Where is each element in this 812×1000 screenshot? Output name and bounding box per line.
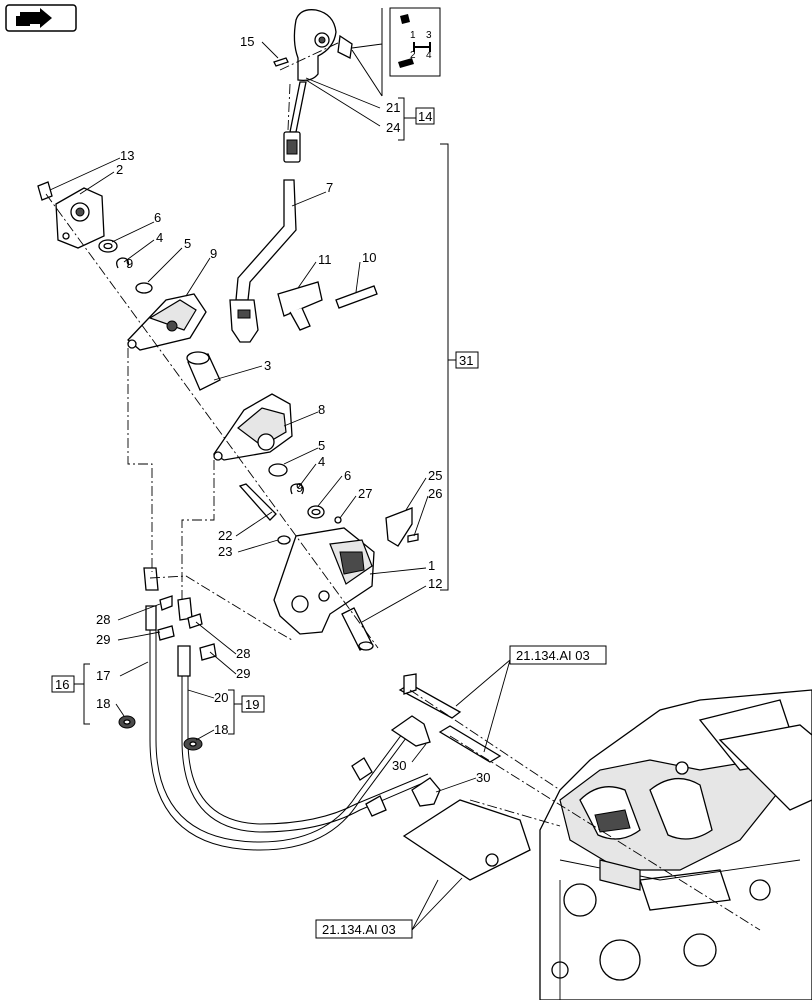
ref-box-top[interactable]: 21.134.AI 03 <box>509 645 607 665</box>
gate-plate-lower <box>213 393 293 461</box>
transmission-housing <box>539 689 812 1000</box>
svg-text:21.134.AI 03: 21.134.AI 03 <box>322 922 396 937</box>
label-27: 27 <box>358 486 372 501</box>
label-21: 21 <box>386 100 400 115</box>
bolt-22 <box>238 483 277 521</box>
ref-box-bottom[interactable]: 21.134.AI 03 <box>315 919 413 939</box>
svg-text:19: 19 <box>245 697 259 712</box>
label-20: 20 <box>214 690 228 705</box>
cable-end-30b <box>365 777 441 817</box>
grommet-18b <box>183 737 203 751</box>
box-31[interactable]: 31 <box>455 351 479 369</box>
label-5b: 5 <box>318 438 325 453</box>
bracket-25 <box>385 507 413 547</box>
gear-4-label: 4 <box>426 50 432 61</box>
svg-text:31: 31 <box>459 353 473 368</box>
grommet-18a <box>118 715 136 729</box>
knob-decal <box>337 34 353 59</box>
label-6a: 6 <box>154 210 161 225</box>
selector-shafts <box>398 673 531 881</box>
label-8: 8 <box>318 402 325 417</box>
gear-1-label: 1 <box>410 30 416 41</box>
clip-29a <box>157 625 175 641</box>
gate-plate-upper <box>127 293 207 351</box>
gear-3-label: 3 <box>426 30 432 41</box>
ring-5a <box>135 282 153 294</box>
clip-28a <box>159 595 173 611</box>
label-9: 9 <box>210 246 217 261</box>
clip-29b <box>199 643 217 661</box>
label-18a: 18 <box>96 696 110 711</box>
shift-housing <box>273 527 375 635</box>
shift-icon <box>398 14 414 68</box>
label-30b: 30 <box>476 770 490 785</box>
label-1: 1 <box>428 558 435 573</box>
label-13: 13 <box>120 148 134 163</box>
gear-2-label: 2 <box>410 50 416 61</box>
label-7: 7 <box>326 180 333 195</box>
shift-cable-left <box>143 567 413 851</box>
shift-cable-right <box>177 597 431 833</box>
label-17: 17 <box>96 668 110 683</box>
label-29b: 29 <box>236 666 250 681</box>
sleeve-pin <box>341 607 374 651</box>
label-26: 26 <box>428 486 442 501</box>
upper-bracket <box>55 187 105 249</box>
label-5a: 5 <box>184 236 191 251</box>
label-4a: 4 <box>156 230 163 245</box>
svg-text:16: 16 <box>55 677 69 692</box>
label-30a: 30 <box>392 758 406 773</box>
cable-end-30a <box>351 715 431 781</box>
label-22: 22 <box>218 528 232 543</box>
label-3: 3 <box>264 358 271 373</box>
leader-lines <box>49 41 511 931</box>
pin <box>335 285 378 309</box>
label-4b: 4 <box>318 454 325 469</box>
gear-lever <box>229 179 297 343</box>
label-25: 25 <box>428 468 442 483</box>
label-23: 23 <box>218 544 232 559</box>
group-brackets <box>74 97 456 735</box>
label-28b: 28 <box>236 646 250 661</box>
label-15: 15 <box>240 34 254 49</box>
screw-15 <box>273 57 289 67</box>
label-2: 2 <box>116 162 123 177</box>
assembly-lines <box>45 41 761 931</box>
svg-text:14: 14 <box>418 109 432 124</box>
washer-6b <box>307 505 325 519</box>
pin-27 <box>334 516 342 524</box>
gear-pattern-callout: 1 3 2 4 <box>351 7 441 97</box>
label-29a: 29 <box>96 632 110 647</box>
box-16[interactable]: 16 <box>51 675 75 693</box>
label-6b: 6 <box>344 468 351 483</box>
label-18b: 18 <box>214 722 228 737</box>
washer-6a <box>98 239 118 253</box>
label-24: 24 <box>386 120 400 135</box>
svg-text:21.134.AI 03: 21.134.AI 03 <box>516 648 590 663</box>
part-labels: 13 2 15 21 24 7 6 4 9 5 9 11 10 3 8 5 4 … <box>96 34 490 785</box>
back-arrow-icon <box>16 8 52 28</box>
bolt-13 <box>37 181 53 201</box>
washer-23 <box>277 535 291 545</box>
spring-clip <box>277 281 323 331</box>
bolt-26 <box>407 533 419 543</box>
back-button[interactable] <box>5 4 77 32</box>
pivot-shaft <box>186 351 221 391</box>
box-19[interactable]: 19 <box>241 695 265 713</box>
ring-5b <box>268 463 288 477</box>
label-12: 12 <box>428 576 442 591</box>
label-11: 11 <box>318 252 332 267</box>
box-14[interactable]: 14 <box>415 107 435 125</box>
label-10: 10 <box>362 250 376 265</box>
gear-shift-knob <box>283 9 337 163</box>
circlip-4b <box>290 483 304 495</box>
label-28a: 28 <box>96 612 110 627</box>
label-9b: 9 <box>126 256 133 271</box>
label-9c: 9 <box>296 480 303 495</box>
